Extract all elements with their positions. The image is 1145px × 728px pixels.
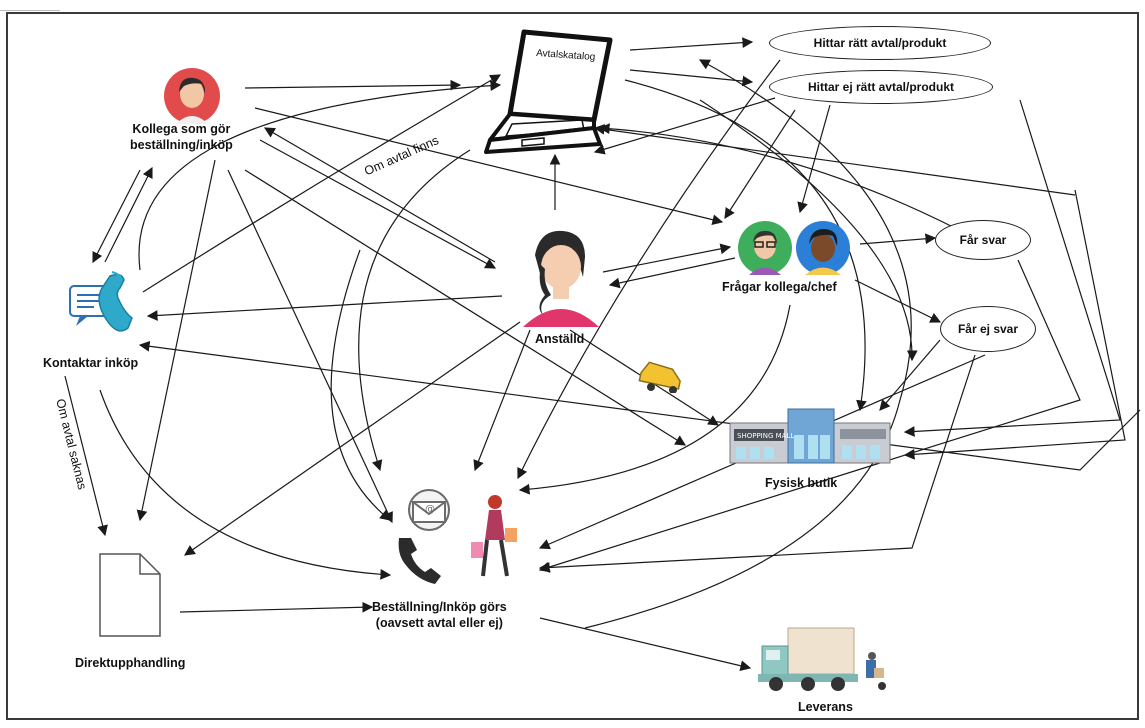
contact-label: Kontaktar inköp — [43, 356, 139, 370]
edge-catalog-store — [624, 79, 867, 412]
edge-contact-catalog — [142, 74, 502, 293]
edge-employee-order-left — [330, 249, 391, 521]
diagram-frame — [6, 12, 1139, 720]
edge-employee-order — [473, 329, 531, 472]
colleague-label: Kollega som gör beställning/inköp — [130, 122, 233, 153]
document-icon — [99, 553, 161, 637]
edge-catalog-notfound — [629, 69, 754, 87]
not-found-oval: Hittar ej rätt avtal/produkt — [769, 70, 993, 104]
edge-contact-colleague — [104, 166, 153, 263]
edge-noanswer-store — [879, 339, 941, 411]
svg-text:@: @ — [425, 504, 435, 515]
edge-employee-contact — [146, 295, 503, 321]
edge-catalog-store-2 — [699, 99, 918, 362]
edge-answer-catalog — [598, 123, 956, 229]
store-icon: SHOPPING MALL — [729, 408, 891, 464]
store-sign-label: SHOPPING MALL — [737, 432, 794, 440]
edge-right-catalog — [593, 123, 1076, 196]
colleague-avatar-icon — [164, 68, 220, 124]
shopper-icon — [471, 495, 517, 577]
delivery-label: Leverans — [798, 700, 853, 714]
edge-order-catalog — [584, 59, 912, 629]
edge-right-store — [903, 99, 1121, 437]
edge-colleague-employee — [259, 139, 497, 269]
edge-employee-direct — [184, 321, 521, 556]
employee-label: Anställd — [535, 332, 585, 346]
order-label: Beställning/Inköp görs (oavsett avtal el… — [372, 600, 507, 631]
answer-oval: Får svar — [935, 220, 1031, 260]
email-icon: @ — [408, 489, 450, 531]
edge-store-contact — [138, 340, 1141, 471]
edge-colleague-store — [244, 169, 687, 446]
edge-catalog-found — [629, 37, 754, 51]
colleague-chef-icon — [738, 221, 850, 275]
edge-ask-order — [518, 304, 791, 495]
edge-order-delivery — [539, 617, 752, 672]
edge-employee-ask — [602, 243, 732, 273]
taxi-icon — [638, 361, 681, 393]
laptop-icon — [484, 29, 613, 154]
edge-right-store-2 — [903, 189, 1126, 460]
edge-colleague-order — [227, 169, 393, 524]
edge-noanswer-order-2 — [538, 354, 976, 573]
edge-colleague-ask — [254, 107, 724, 225]
edge-notfound-ask — [724, 109, 796, 220]
edge-colleague-direct — [136, 159, 216, 522]
edge-ask-noanswer — [854, 279, 942, 323]
direct-label: Direktupphandling — [75, 656, 186, 670]
edge-employee-colleague — [263, 127, 496, 263]
edge-ask-employee — [608, 257, 736, 289]
order-icons: @ — [398, 489, 517, 584]
colleague-label-line1: Kollega som gör — [132, 122, 231, 136]
ask-label: Frågar kollega/chef — [722, 280, 837, 294]
order-label-line2: (oavsett avtal eller ej) — [375, 615, 503, 630]
edge-contact-catalog-arc — [138, 80, 502, 271]
edge-contact-direct — [64, 375, 108, 537]
edge-contact-order — [99, 389, 392, 580]
edge-catalog-order-left — [358, 149, 471, 472]
top-strip — [0, 0, 60, 11]
store-label: Fysisk butik — [765, 476, 838, 490]
edge-ask-answer — [859, 233, 937, 245]
phone-icon — [398, 538, 441, 584]
edge-colleague-catalog — [244, 79, 462, 91]
edge-direct-order — [179, 601, 374, 613]
delivery-truck-icon — [758, 627, 886, 691]
no-answer-oval: Får ej svar — [940, 306, 1036, 352]
chat-phone-icon — [69, 271, 133, 332]
delivery-person-icon — [866, 652, 886, 690]
found-oval: Hittar rätt avtal/produkt — [769, 26, 991, 60]
edge-colleague-contact — [92, 169, 141, 264]
employee-icon — [523, 230, 599, 327]
order-label-line1: Beställning/Inköp görs — [372, 600, 507, 614]
edge-answer-order — [538, 259, 1081, 573]
colleague-label-line2: beställning/inköp — [130, 137, 233, 152]
edge-found-order — [517, 59, 781, 480]
